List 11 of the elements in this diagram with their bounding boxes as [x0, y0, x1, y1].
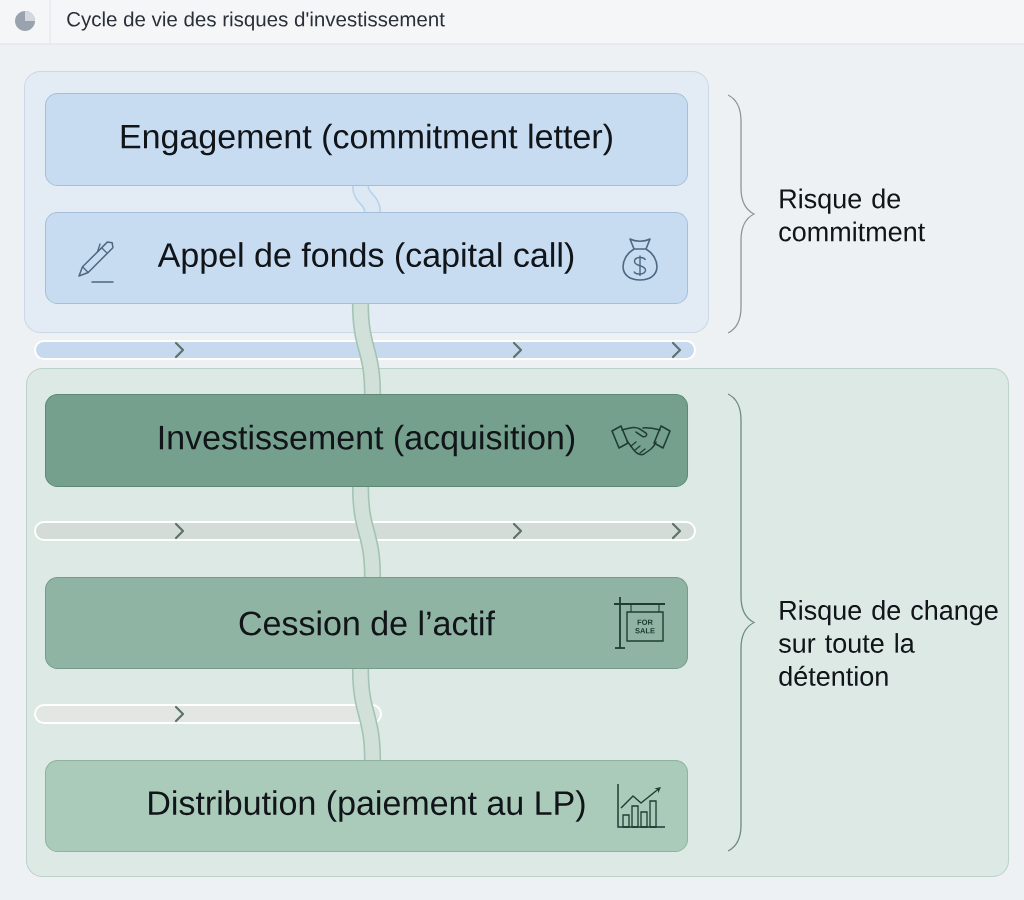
process-box: Appel de fonds (capital call)	[45, 212, 688, 304]
title: Cycle de vie des risques d'investissement	[67, 11, 445, 31]
bracket-label: Risque de change sur toute la détention	[778, 600, 998, 686]
bracket-label: Risque de commitment	[779, 188, 926, 242]
process-box: Engagement (commitment letter)	[45, 93, 688, 186]
connector	[351, 303, 382, 395]
connector	[351, 668, 382, 761]
connector	[351, 486, 382, 578]
process-box: Investissement (acquisition)	[45, 394, 688, 487]
process-box: Distribution (paiement au LP)	[45, 760, 688, 852]
connector	[351, 185, 382, 213]
